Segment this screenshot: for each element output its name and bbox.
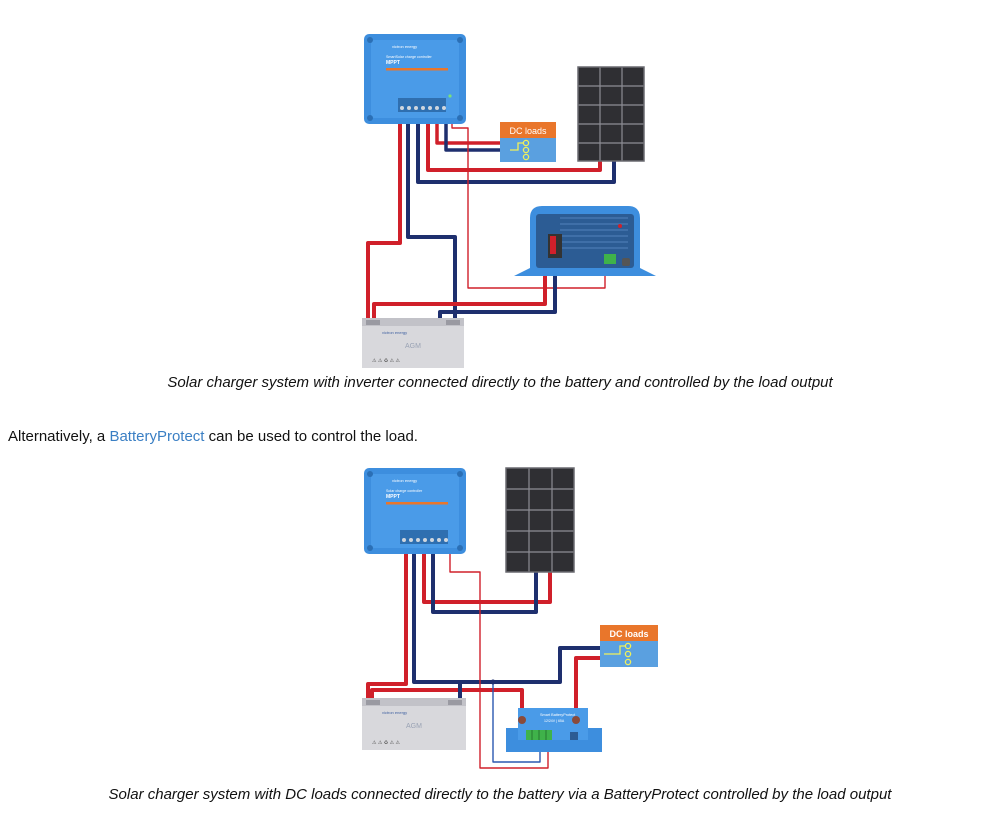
- batteryprotect-wiring-diagram: victron energy Solar charge controller M…: [362, 467, 658, 769]
- battery-protect-line2: 12/24V | 65A: [544, 719, 565, 723]
- solar-panel: [505, 467, 575, 573]
- wire-battery-positive: [366, 548, 408, 698]
- battery-brand: victron energy: [382, 710, 407, 715]
- inverter: [514, 206, 656, 276]
- wire-battery-negative: [412, 548, 462, 698]
- battery: victron energy AGM ⚠ ⚠ ♻ ⚠ ⚠: [362, 318, 464, 368]
- battery: victron energy AGM ⚠ ⚠ ♻ ⚠ ⚠: [362, 698, 466, 750]
- wire-load-positive: [435, 118, 510, 145]
- controller-line1: Solar charge controller: [386, 489, 423, 493]
- wire-negative-bus: [414, 646, 604, 684]
- wire-pv-positive: [426, 118, 602, 172]
- battery-type: AGM: [406, 723, 422, 730]
- wire-ground-signal: [492, 682, 541, 763]
- wiring: [366, 118, 616, 322]
- controller-line1: SmartSolar charge controller: [386, 55, 433, 59]
- wire-battery-negative: [406, 118, 457, 322]
- alternative-text-before: Alternatively, a: [8, 428, 110, 445]
- alternative-text: Alternatively, a BatteryProtect can be u…: [8, 428, 418, 445]
- wire-inverter-negative: [438, 262, 557, 322]
- wire-battery-positive-bp: [370, 688, 524, 718]
- alternative-text-after: can be used to control the load.: [204, 428, 418, 445]
- wiring: [366, 548, 604, 769]
- caption-inverter-diagram: Solar charger system with inverter conne…: [167, 374, 833, 391]
- controller-brand: victron energy: [392, 478, 417, 483]
- controller-line2: MPPT: [386, 494, 400, 500]
- battery-type: AGM: [405, 343, 421, 350]
- inverter-wiring-diagram: victron energy SmartSolar charge control…: [362, 34, 656, 368]
- wire-inverter-positive: [372, 262, 547, 322]
- battery-protect-line1: Smart BatteryProtect: [540, 713, 576, 717]
- mppt-controller: victron energy Solar charge controller M…: [364, 468, 466, 554]
- wire-pv-negative: [416, 118, 616, 184]
- dc-loads-box: DC loads: [600, 625, 658, 667]
- solar-panel: [577, 66, 645, 162]
- wire-pv-negative: [431, 548, 538, 614]
- mppt-controller: victron energy SmartSolar charge control…: [364, 34, 466, 124]
- battery-icons: ⚠ ⚠ ♻ ⚠ ⚠: [372, 358, 400, 364]
- wire-battery-positive: [366, 118, 402, 322]
- dc-loads-label: DC loads: [609, 629, 648, 639]
- wire-pv-positive: [422, 548, 552, 604]
- wire-load-positive: [574, 656, 604, 718]
- controller-line2: MPPT: [386, 60, 400, 66]
- dc-loads-box: DC loads: [500, 122, 556, 162]
- wire-remote-signal: [449, 548, 549, 769]
- wire-load-negative: [444, 118, 510, 152]
- controller-brand: victron energy: [392, 44, 417, 49]
- batteryprotect-link[interactable]: BatteryProtect: [109, 428, 205, 445]
- caption-batteryprotect-diagram: Solar charger system with DC loads conne…: [108, 786, 892, 803]
- battery-icons: ⚠ ⚠ ♻ ⚠ ⚠: [372, 740, 400, 746]
- battery-brand: victron energy: [382, 330, 407, 335]
- wire-remote-signal: [451, 118, 606, 289]
- dc-loads-label: DC loads: [509, 126, 547, 136]
- battery-protect: Smart BatteryProtect 12/24V | 65A: [506, 708, 602, 752]
